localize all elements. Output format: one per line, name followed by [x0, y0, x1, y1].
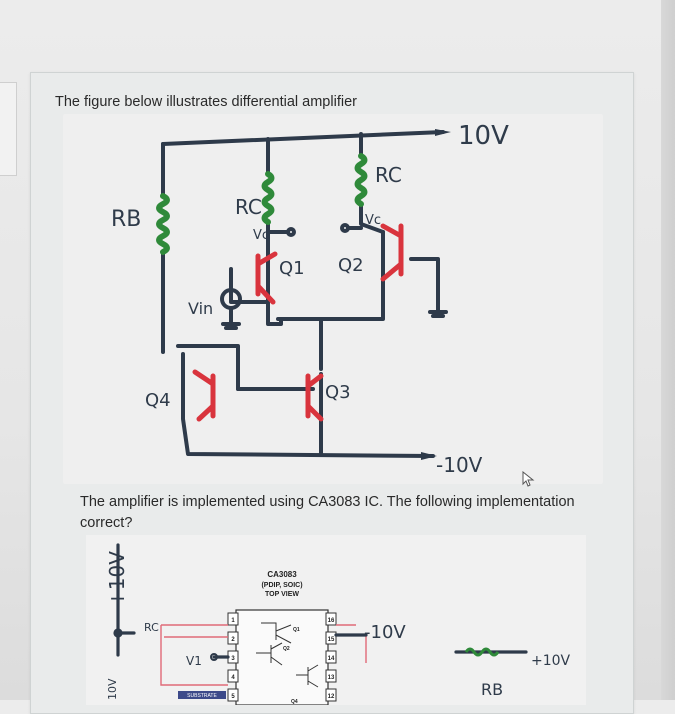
q1-label: Q1 — [279, 258, 305, 279]
pin-3: 3 — [231, 656, 235, 662]
pin-15: 15 — [328, 637, 335, 643]
q1-transistor — [255, 251, 278, 305]
question-intro: The figure below illustrates differentia… — [55, 94, 357, 110]
question-followup-line2: correct? — [80, 515, 133, 531]
supply-neg-label: -10V — [436, 453, 483, 477]
plus10v-right-label: +10V — [531, 653, 571, 669]
rc-right-label: RC — [375, 163, 402, 187]
pin-16: 16 — [328, 618, 335, 624]
mouse-cursor-icon — [522, 471, 535, 487]
differential-amplifier-figure: 10V -10V RB RC RC Vc Vc Q1 Q2 Q3 Q4 Vin — [63, 114, 603, 484]
q4-transistor — [192, 369, 216, 422]
vin-label: Vin — [188, 299, 213, 318]
pin-14: 14 — [328, 656, 335, 662]
scrollbar-strip — [661, 0, 675, 700]
pin-2: 2 — [231, 637, 235, 643]
left-panel-tab — [0, 82, 17, 176]
chip-q2-label: Q2 — [283, 646, 290, 652]
ca3083-implementation-figure: CA3083 (PDIP, SOIC) TOP VIEW 1 2 3 4 5 1… — [86, 535, 586, 706]
chip-package: (PDIP, SOIC) — [261, 582, 302, 589]
pin-4: 4 — [231, 675, 235, 681]
vc-right-label: Vc — [365, 213, 381, 228]
rc-label-2: RC — [144, 621, 159, 634]
q3-transistor — [305, 373, 324, 422]
pin-1: 1 — [231, 618, 235, 624]
circuit-drawing: 10V -10V RB RC RC Vc Vc Q1 Q2 Q3 Q4 Vin — [111, 121, 509, 477]
chip-wiring-drawing: CA3083 (PDIP, SOIC) TOP VIEW 1 2 3 4 5 1… — [105, 543, 571, 706]
pin-13: 13 — [328, 675, 335, 681]
pin-12: 12 — [328, 694, 335, 700]
plus10v-rotated: +10V — [105, 551, 129, 607]
pin-5: 5 — [231, 694, 235, 700]
q2-transistor — [380, 223, 404, 282]
chip-body — [235, 609, 329, 706]
rc-right-resistor — [354, 153, 368, 207]
minus10v-label: -10V — [364, 622, 406, 643]
rb-label: RB — [111, 207, 141, 232]
q4-label: Q4 — [145, 390, 171, 411]
substrate-label: SUBSTRATE — [187, 693, 217, 699]
chip-view: TOP VIEW — [265, 591, 299, 598]
substrate-tag — [178, 691, 226, 699]
bottom-left-label: 10V — [106, 678, 119, 700]
rb-resistor — [156, 193, 170, 255]
top-rail — [161, 130, 445, 146]
question-followup: The amplifier is implemented using CA308… — [80, 494, 575, 510]
chip-q1-label: Q1 — [293, 627, 300, 633]
q2-label: Q2 — [338, 255, 364, 276]
chip-title: CA3083 — [267, 570, 297, 579]
v1-label: V1 — [186, 654, 202, 668]
q3-label: Q3 — [325, 382, 351, 403]
vc-left-label: Vc — [253, 228, 269, 243]
supply-pos-label: 10V — [458, 121, 509, 151]
rc-left-label: RC — [235, 195, 262, 219]
rc-left-resistor — [261, 171, 275, 225]
rb-resistor-2 — [464, 647, 500, 657]
rb-label-2: RB — [481, 680, 503, 699]
